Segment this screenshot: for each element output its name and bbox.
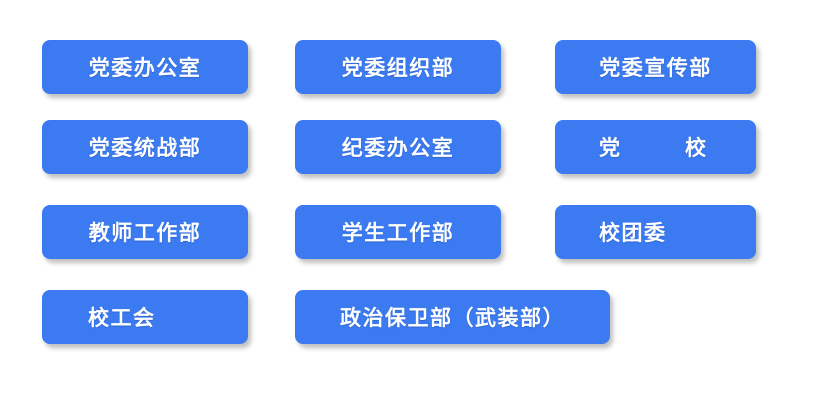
dept-box-dang-wei-tong-zhan-bu[interactable]: 党委统战部 (42, 120, 248, 174)
dept-box-dang-wei-xuan-chuan-bu[interactable]: 党委宣传部 (555, 40, 756, 94)
dept-box-ji-wei-ban-gong-shi[interactable]: 纪委办公室 (295, 120, 501, 174)
dept-label: 校团委 (599, 219, 667, 245)
dept-label: 学生工作部 (341, 219, 455, 245)
dept-box-xiao-gong-hui[interactable]: 校工会 (42, 290, 248, 344)
dept-box-jiao-shi-gong-zuo-bu[interactable]: 教师工作部 (42, 205, 248, 259)
dept-box-dang-xiao[interactable]: 党 校 (555, 120, 756, 174)
dept-box-dang-wei-zu-zhi-bu[interactable]: 党委组织部 (295, 40, 501, 94)
dept-label: 教师工作部 (88, 219, 202, 245)
dept-box-zheng-zhi-bao-wei-bu[interactable]: 政治保卫部（武装部） (295, 290, 610, 344)
dept-label: 党委宣传部 (599, 54, 712, 80)
dept-label: 纪委办公室 (341, 134, 455, 160)
dept-box-xiao-tuan-wei[interactable]: 校团委 (555, 205, 756, 259)
dept-label: 校工会 (88, 304, 156, 330)
dept-box-dang-wei-ban-gong-shi[interactable]: 党委办公室 (42, 40, 248, 94)
dept-label: 政治保卫部（武装部） (340, 304, 565, 330)
dept-label: 党委组织部 (341, 54, 455, 80)
dept-label: 党委统战部 (88, 134, 202, 160)
dept-label: 党委办公室 (88, 54, 202, 80)
dept-box-xue-sheng-gong-zuo-bu[interactable]: 学生工作部 (295, 205, 501, 259)
dept-label: 党 校 (599, 134, 728, 160)
